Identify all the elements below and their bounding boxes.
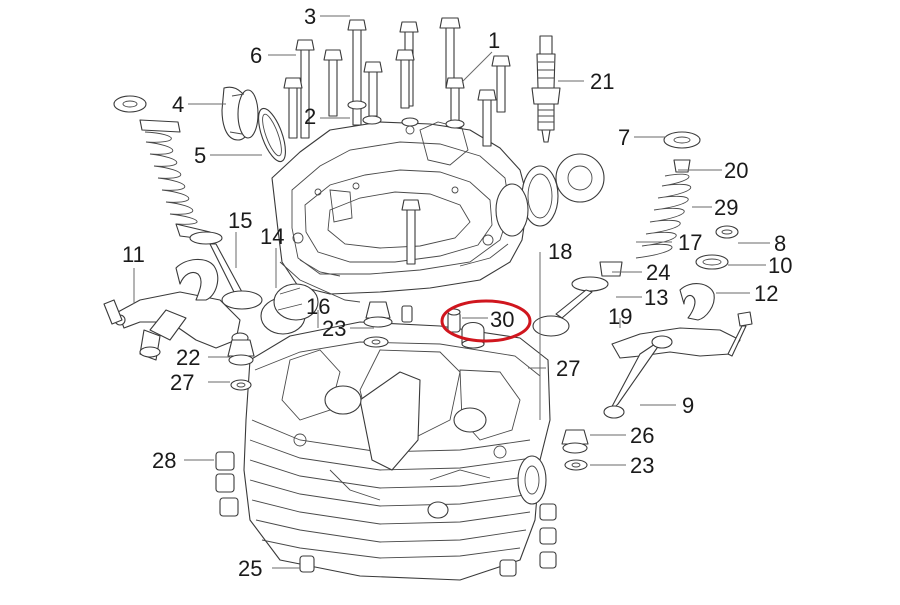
cover-bolts [283, 17, 511, 265]
callout-25: 25 [238, 556, 262, 581]
callout-27b: 27 [556, 356, 580, 381]
callout-17: 17 [678, 230, 702, 255]
spark-plug [531, 35, 561, 143]
right-valve-assembly [495, 131, 739, 337]
left-rocker-arm [103, 258, 249, 361]
callout-30: 30 [490, 307, 514, 332]
callout-labels: 1 2 3 4 5 6 7 8 9 10 11 12 13 14 15 16 1… [122, 4, 792, 581]
callout-12: 12 [754, 281, 778, 306]
callout-10: 10 [768, 253, 792, 278]
callout-7: 7 [618, 125, 630, 150]
callout-16: 16 [306, 294, 330, 319]
callout-27a: 27 [170, 370, 194, 395]
callout-2: 2 [304, 104, 316, 129]
dowel-sleeves [215, 451, 557, 577]
callout-22: 22 [176, 345, 200, 370]
callout-19: 19 [608, 304, 632, 329]
callout-23b: 23 [630, 453, 654, 478]
tappet-cap [260, 283, 319, 335]
highlight-ring-30 [440, 299, 532, 343]
callout-5: 5 [194, 143, 206, 168]
callout-26: 26 [630, 423, 654, 448]
callout-8: 8 [774, 231, 786, 256]
callout-20: 20 [724, 158, 748, 183]
callout-11: 11 [122, 242, 145, 267]
callout-29: 29 [714, 195, 738, 220]
callout-24: 24 [646, 260, 670, 285]
callout-1: 1 [488, 28, 500, 53]
callout-13: 13 [644, 285, 668, 310]
callout-28: 28 [152, 448, 176, 473]
callout-14: 14 [260, 224, 284, 249]
callout-6: 6 [250, 43, 262, 68]
callout-15: 15 [228, 208, 252, 233]
callout-21: 21 [590, 69, 614, 94]
cylinder-head [243, 321, 551, 581]
callout-9: 9 [682, 393, 694, 418]
small-fasteners [227, 301, 589, 471]
left-valve-assembly [113, 86, 286, 310]
callout-4: 4 [172, 92, 184, 117]
right-rocker-arm [603, 283, 753, 419]
callout-23a: 23 [322, 316, 346, 341]
callout-3: 3 [304, 4, 316, 29]
callout-18: 18 [548, 239, 572, 264]
cylinder-head-cover [271, 121, 529, 303]
leader-lines [133, 15, 770, 569]
